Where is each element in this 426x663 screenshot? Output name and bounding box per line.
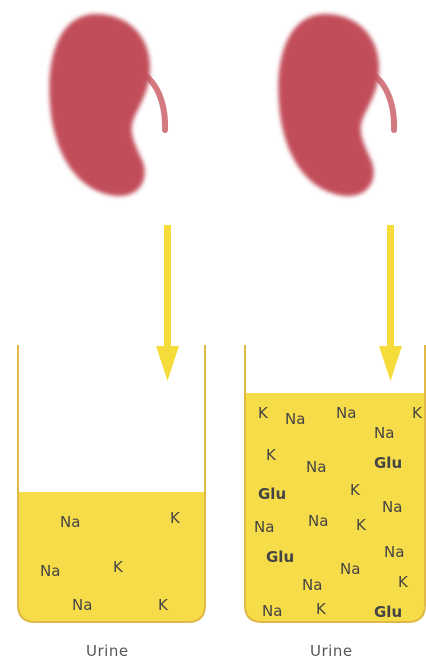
particle-k: K	[412, 404, 423, 422]
particle-na: Na	[254, 518, 274, 536]
right-urine-label: Urine	[310, 642, 353, 660]
particle-na: Na	[340, 560, 360, 578]
right-arrow	[379, 225, 402, 381]
particle-na: Na	[382, 498, 402, 516]
left-kidney	[49, 14, 165, 196]
particle-na: Na	[306, 458, 326, 476]
left-arrow	[156, 225, 179, 381]
particle-na: Na	[262, 602, 282, 620]
particle-na: Na	[336, 404, 356, 422]
particle-glu: Glu	[258, 485, 286, 503]
particle-glu: Glu	[374, 603, 402, 621]
particle-na: Na	[72, 596, 92, 614]
particle-k: K	[350, 481, 361, 499]
left-kidney-shape	[49, 14, 150, 196]
right-kidney-shape	[278, 14, 379, 196]
particle-glu: Glu	[374, 454, 402, 472]
particle-k: K	[356, 516, 367, 534]
particle-k: K	[316, 600, 327, 618]
particle-na: Na	[384, 543, 404, 561]
particle-na: Na	[60, 513, 80, 531]
left-beaker	[18, 345, 205, 622]
particle-k: K	[158, 596, 169, 614]
particle-glu: Glu	[266, 548, 294, 566]
particle-na: Na	[285, 410, 305, 428]
particle-k: K	[258, 404, 269, 422]
particle-na: Na	[40, 562, 60, 580]
particle-k: K	[398, 573, 409, 591]
particle-na: Na	[302, 576, 322, 594]
particle-na: Na	[308, 512, 328, 530]
particle-k: K	[170, 509, 181, 527]
particle-k: K	[113, 558, 124, 576]
left-urine-label: Urine	[86, 642, 129, 660]
particle-k: K	[266, 446, 277, 464]
particle-na: Na	[374, 424, 394, 442]
right-kidney	[278, 14, 394, 196]
